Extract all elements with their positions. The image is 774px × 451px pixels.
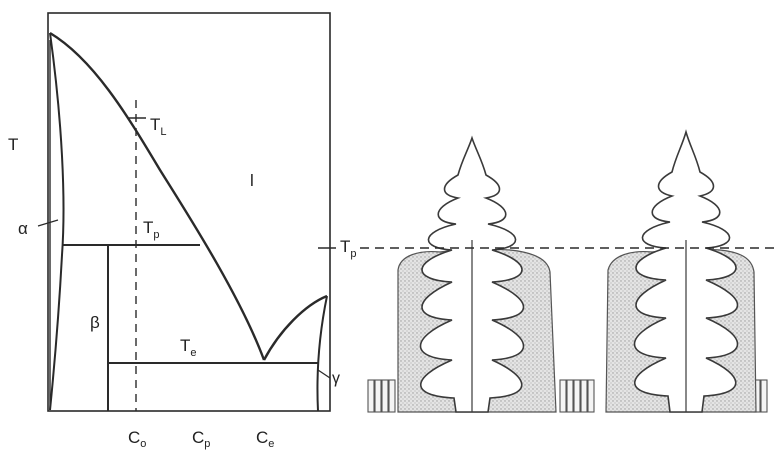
phase-labels: T TL Tp Te l α β γ Co Cp Ce	[8, 115, 340, 450]
liquidus-temp-label: TL	[150, 115, 167, 138]
liquid-phase-label: l	[250, 171, 254, 190]
alpha-phase-label: α	[18, 219, 28, 238]
beta-phase-label: β	[90, 313, 100, 332]
gamma-pointer	[317, 369, 331, 379]
alpha-pointer	[37, 219, 59, 227]
diagram-frame	[47, 12, 331, 412]
columnar-base-left	[367, 379, 396, 413]
gamma-solvus	[316, 295, 328, 412]
tick-label-ce: Ce	[256, 428, 274, 450]
tick-label-c0: Co	[128, 428, 146, 450]
dendrite-peritectic-label: Tp	[340, 237, 357, 260]
tick-label-cp: Cp	[192, 428, 210, 450]
gamma-phase-label: γ	[332, 370, 340, 387]
columnar-base-middle	[559, 379, 595, 413]
phase-diagram	[37, 12, 331, 412]
liquidus-curve	[49, 31, 266, 361]
eutectic-temp-label: Te	[180, 336, 197, 359]
alpha-solvus-outer	[49, 32, 65, 411]
gamma-liquidus	[262, 294, 328, 361]
dendrite-illustration: Tp	[318, 129, 774, 413]
peritectic-temp-label: Tp	[143, 218, 160, 241]
temperature-axis-label: T	[8, 135, 18, 154]
